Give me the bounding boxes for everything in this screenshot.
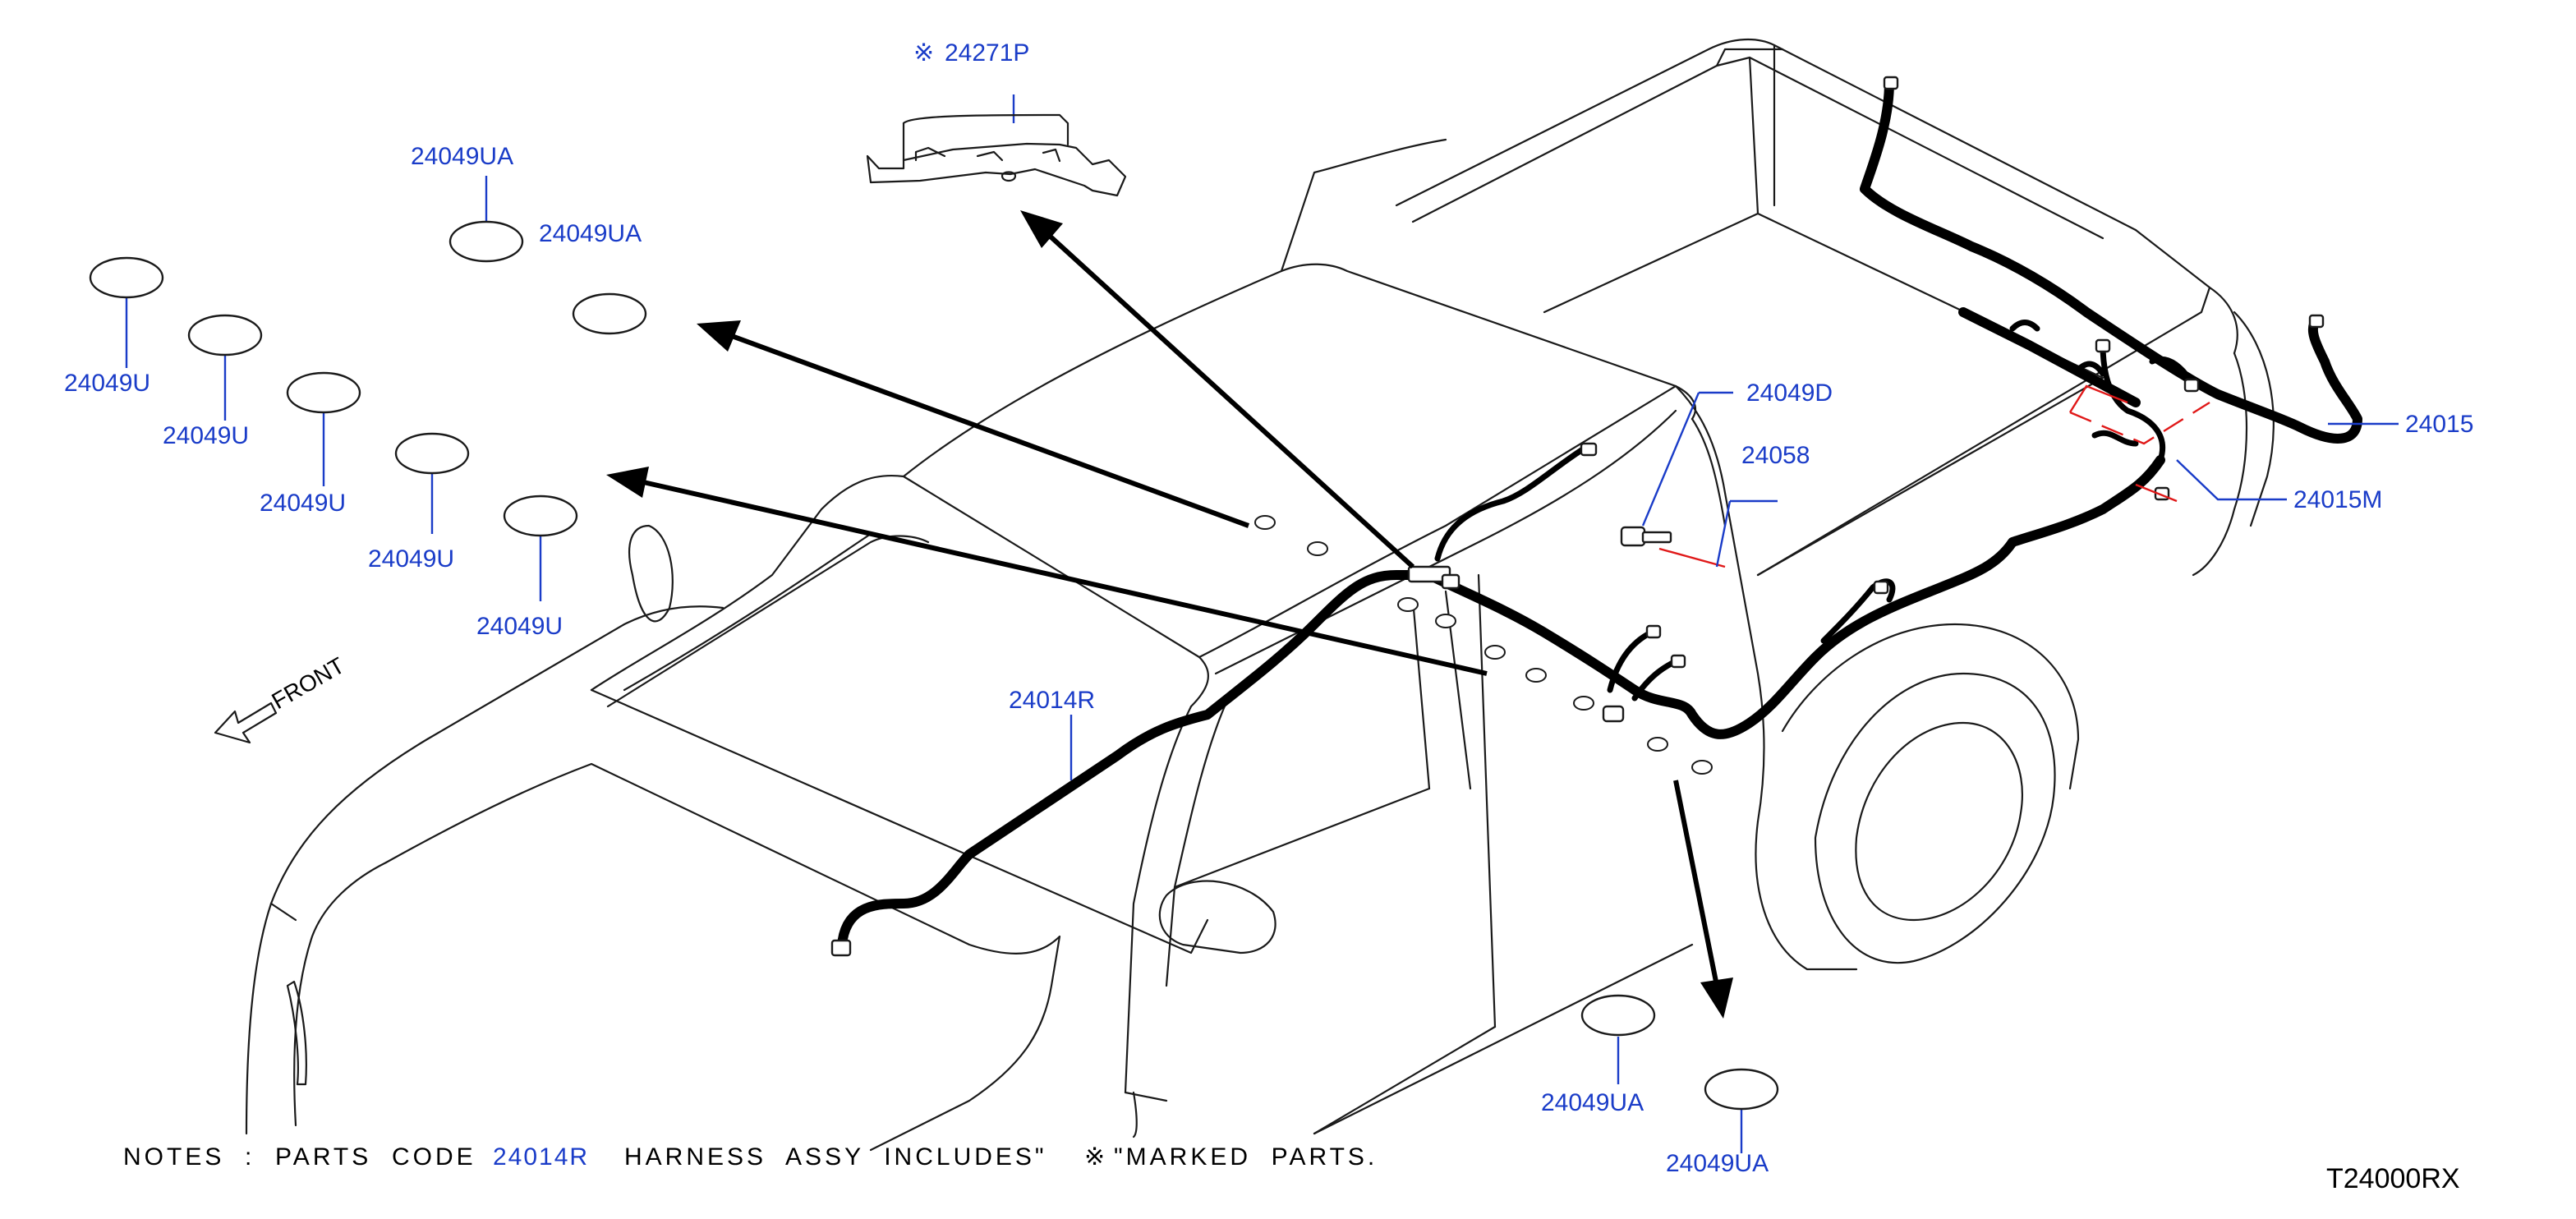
leader-lines (125, 94, 2399, 1153)
grommet-24049U-2 (187, 314, 263, 356)
callout-24049UA-c: 24049UA (1541, 1089, 1644, 1116)
notes-code: 24014R (493, 1143, 589, 1171)
protector-24271P (866, 113, 1127, 197)
callout-24015: 24015 (2405, 411, 2473, 438)
grommet-24049UA-b (572, 292, 647, 335)
harness-24014R (837, 342, 2166, 950)
callout-24049U-3: 24049U (260, 490, 346, 517)
front-direction-indicator: FRONT (214, 652, 349, 744)
callout-24049U-5: 24049U (476, 613, 563, 640)
grommet-24049UA-c (1580, 994, 1656, 1037)
callout-24015M: 24015M (2293, 486, 2382, 513)
grommet-holes (1254, 515, 1713, 775)
grommet-24049U-1 (89, 256, 164, 299)
vehicle-outline (245, 39, 2275, 1152)
callout-24049U-2: 24049U (163, 422, 249, 449)
notes-marker-symbol: ※ (1084, 1143, 1108, 1171)
callout-24058: 24058 (1741, 442, 1810, 469)
notes-suffix: "MARKED PARTS. (1114, 1143, 1378, 1171)
callout-24271P: 24271P (945, 39, 1029, 67)
callout-24049UA-d: 24049UA (1666, 1150, 1769, 1177)
notes: NOTES : PARTS CODE 24014R HARNESS ASSY I… (123, 1143, 2460, 1194)
callout-labels: ※ 24271P 24049UA 24049UA 24049U 24049U 2… (64, 39, 2473, 1177)
grommet-24049U-4 (394, 432, 470, 475)
notes-prefix: NOTES : PARTS CODE (123, 1143, 476, 1171)
grommet-24049UA-d (1704, 1068, 1779, 1111)
callout-24049UA-a: 24049UA (411, 143, 513, 170)
bolt-24049D (1620, 526, 1672, 547)
callout-24049D: 24049D (1746, 380, 1833, 407)
grommet-24049U-3 (286, 371, 361, 414)
harness-24015 (1860, 77, 2362, 444)
grommet-24049UA-a (448, 220, 524, 263)
callout-24014R: 24014R (1009, 687, 1095, 714)
callout-24049UA-b: 24049UA (539, 220, 642, 247)
callout-24049U-4: 24049U (368, 545, 454, 573)
marker-symbol-24271P: ※ (913, 39, 934, 67)
notes-middle: HARNESS ASSY INCLUDES" (624, 1143, 1047, 1171)
direction-arrows (606, 210, 1733, 1019)
grommet-24049U-5 (503, 494, 578, 537)
red-guide-lines (1658, 384, 2210, 568)
grommets (89, 220, 1779, 1111)
drawing-code: T24000RX (2326, 1163, 2460, 1194)
connectors (830, 76, 2325, 957)
callout-24049U-1: 24049U (64, 370, 150, 397)
front-label: FRONT (268, 652, 349, 714)
